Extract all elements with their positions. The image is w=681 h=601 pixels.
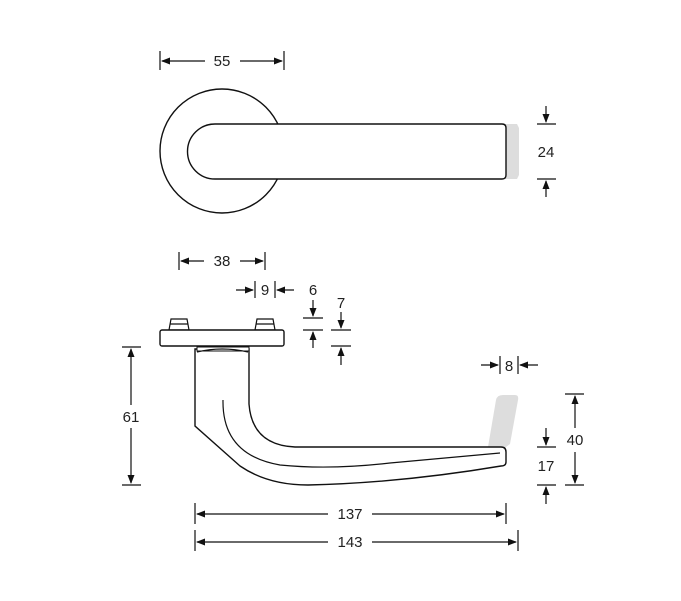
top-view — [159, 88, 519, 214]
dim-lever-drop: 61 — [122, 346, 141, 486]
dim-rose-base: 38 — [178, 252, 266, 270]
dim-rose-base-label: 38 — [214, 253, 231, 270]
dim-tip-height-label: 40 — [567, 432, 584, 449]
lever-top-view — [186, 123, 507, 180]
dim-lever-drop-label: 61 — [123, 409, 140, 426]
dim-overall-length: 143 — [194, 530, 519, 551]
dim-lever-height-top-label: 24 — [538, 144, 555, 161]
dim-spindle: 9 — [236, 281, 294, 299]
dim-plate-thickness: 6 — [303, 282, 323, 348]
dim-overall-length-label: 143 — [337, 534, 362, 551]
dim-tip-thickness-label: 8 — [505, 358, 513, 375]
dim-rose-thickness: 7 — [331, 295, 351, 365]
neck-break-line — [196, 348, 249, 353]
dim-rose-width-label: 55 — [214, 53, 231, 70]
lever-contour-line — [222, 399, 501, 468]
lever-side-view — [194, 348, 507, 486]
rose-plate — [159, 329, 285, 347]
dim-spindle-label: 9 — [261, 282, 269, 299]
dim-rose-thickness-label: 7 — [337, 295, 345, 312]
dim-tip-height: 40 — [565, 393, 584, 486]
dim-lever-length: 137 — [194, 503, 507, 524]
lever-end-shadow — [505, 124, 519, 179]
dim-tip-thickness: 8 — [481, 356, 538, 375]
side-view — [159, 318, 519, 486]
dim-lever-length-label: 137 — [337, 506, 362, 523]
lever-tip-shadow — [488, 395, 519, 450]
dim-lever-height-top: 24 — [537, 106, 556, 197]
dim-rose-width: 55 — [159, 51, 285, 70]
dim-grip-height-label: 17 — [538, 458, 555, 475]
dim-grip-height: 17 — [537, 428, 556, 504]
dim-plate-thickness-label: 6 — [309, 282, 317, 299]
